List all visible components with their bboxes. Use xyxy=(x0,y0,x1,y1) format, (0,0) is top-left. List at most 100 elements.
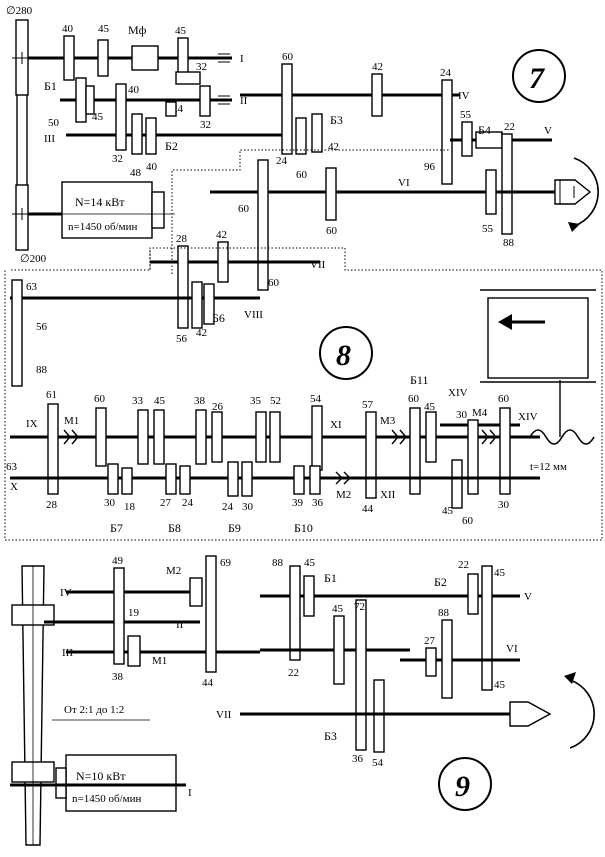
block-9-b3: Б3 xyxy=(324,729,337,743)
svg-text:7: 7 xyxy=(529,62,545,95)
svg-text:24: 24 xyxy=(222,501,234,513)
block-b11: Б11 xyxy=(410,373,428,387)
shaft-VIII-label: VIII xyxy=(244,309,263,321)
svg-text:63: 63 xyxy=(6,461,18,473)
svg-text:24: 24 xyxy=(440,67,452,79)
svg-text:24: 24 xyxy=(276,155,288,167)
svg-text:II: II xyxy=(176,619,184,631)
svg-text:45: 45 xyxy=(442,505,454,517)
scheme-8-badge xyxy=(319,326,373,380)
svg-text:55: 55 xyxy=(482,223,494,235)
motor-9-power: N=10 кВт xyxy=(76,769,126,783)
shaft-II-label: II xyxy=(240,95,248,107)
scheme-9-badge xyxy=(438,757,492,811)
svg-text:32: 32 xyxy=(200,119,211,131)
svg-text:27: 27 xyxy=(424,635,436,647)
shaft-9-I-label: I xyxy=(188,787,192,799)
svg-text:88: 88 xyxy=(36,364,48,376)
svg-text:30: 30 xyxy=(498,499,510,511)
coupling-9-m1: М1 xyxy=(152,655,167,667)
shaft-VI-label: VI xyxy=(398,177,410,189)
block-b9: Б9 xyxy=(228,521,241,535)
coupling-9-m2: М2 xyxy=(166,565,181,577)
block-b8: Б8 xyxy=(168,521,181,535)
shaft-IV-label: IV xyxy=(458,90,470,102)
svg-text:60: 60 xyxy=(408,393,420,405)
screw-pitch: t=12 мм xyxy=(530,461,567,473)
svg-text:33: 33 xyxy=(132,395,144,407)
svg-text:III: III xyxy=(62,647,73,659)
svg-text:45: 45 xyxy=(175,25,187,37)
svg-text:60: 60 xyxy=(238,203,250,215)
svg-text:38: 38 xyxy=(112,671,124,683)
block-b3: Б3 xyxy=(330,113,343,127)
svg-text:56: 56 xyxy=(36,321,48,333)
lead-screw xyxy=(529,429,595,445)
svg-text:45: 45 xyxy=(494,679,506,691)
svg-text:60: 60 xyxy=(268,277,280,289)
svg-text:30: 30 xyxy=(242,501,254,513)
svg-text:54: 54 xyxy=(372,757,384,769)
block-b6: Б6 xyxy=(212,311,225,325)
svg-text:60: 60 xyxy=(462,515,474,527)
svg-text:22: 22 xyxy=(288,667,299,679)
svg-text:39: 39 xyxy=(292,497,304,509)
shaft-XI-label: XI xyxy=(330,419,342,431)
svg-text:60: 60 xyxy=(94,393,106,405)
scheme-9: От 2:1 до 1:2 N=10 кВт n=1450 об/мин I I… xyxy=(10,555,595,846)
coupling-m1: М1 xyxy=(64,415,79,427)
pulley-top-diameter: ∅280 xyxy=(6,5,33,17)
coupling-m3: М3 xyxy=(380,415,396,427)
svg-text:28: 28 xyxy=(46,499,58,511)
svg-text:45: 45 xyxy=(98,23,110,35)
svg-text:42: 42 xyxy=(372,61,383,73)
svg-text:32: 32 xyxy=(196,61,207,73)
svg-text:8: 8 xyxy=(336,339,351,372)
svg-text:60: 60 xyxy=(296,169,308,181)
svg-text:60: 60 xyxy=(498,393,510,405)
svg-text:88: 88 xyxy=(503,237,515,249)
svg-text:57: 57 xyxy=(362,399,374,411)
svg-text:27: 27 xyxy=(160,497,172,509)
block-b4: Б4 xyxy=(478,123,491,137)
svg-text:45: 45 xyxy=(332,603,344,615)
shaft-X-label: X xyxy=(10,481,18,493)
svg-text:24: 24 xyxy=(182,497,194,509)
svg-text:44: 44 xyxy=(362,503,374,515)
svg-text:45: 45 xyxy=(424,401,436,413)
svg-text:30: 30 xyxy=(104,497,116,509)
svg-text:VII: VII xyxy=(216,709,232,721)
svg-text:36: 36 xyxy=(312,497,324,509)
motor-7-speed: n=1450 об/мин xyxy=(68,221,137,233)
svg-text:63: 63 xyxy=(26,281,38,293)
block-b10: Б10 xyxy=(294,521,313,535)
scheme-7: ∅280 ∅200 N=14 кВт n=1450 об/мин I 40 45… xyxy=(6,5,599,329)
motor-9-speed: n=1450 об/мин xyxy=(72,793,141,805)
svg-text:28: 28 xyxy=(176,233,188,245)
svg-text:9: 9 xyxy=(455,770,470,803)
svg-text:42: 42 xyxy=(216,229,227,241)
shaft-XIII-label: XIV xyxy=(448,387,468,399)
shaft-III-label: III xyxy=(44,133,55,145)
shaft-XIV-label: XIV xyxy=(518,411,538,423)
block-b1: Б1 xyxy=(44,79,57,93)
svg-text:45: 45 xyxy=(154,395,166,407)
svg-text:45: 45 xyxy=(92,111,104,123)
svg-text:22: 22 xyxy=(458,559,469,571)
svg-text:35: 35 xyxy=(250,395,262,407)
svg-text:72: 72 xyxy=(354,601,365,613)
coupling-m2: М2 xyxy=(336,489,351,501)
shaft-IX-label: IX xyxy=(26,418,38,430)
block-b2: Б2 xyxy=(165,139,178,153)
spindle-7 xyxy=(554,179,592,205)
svg-text:50: 50 xyxy=(48,117,60,129)
pulley-bottom-diameter: ∅200 xyxy=(20,253,47,265)
svg-text:36: 36 xyxy=(352,753,364,765)
svg-text:42: 42 xyxy=(196,327,207,339)
carriage xyxy=(487,297,589,379)
variator-range: От 2:1 до 1:2 xyxy=(64,704,124,716)
svg-text:55: 55 xyxy=(460,109,472,121)
scheme-7-badge xyxy=(512,49,566,103)
shaft-VII-label: VII xyxy=(310,259,326,271)
